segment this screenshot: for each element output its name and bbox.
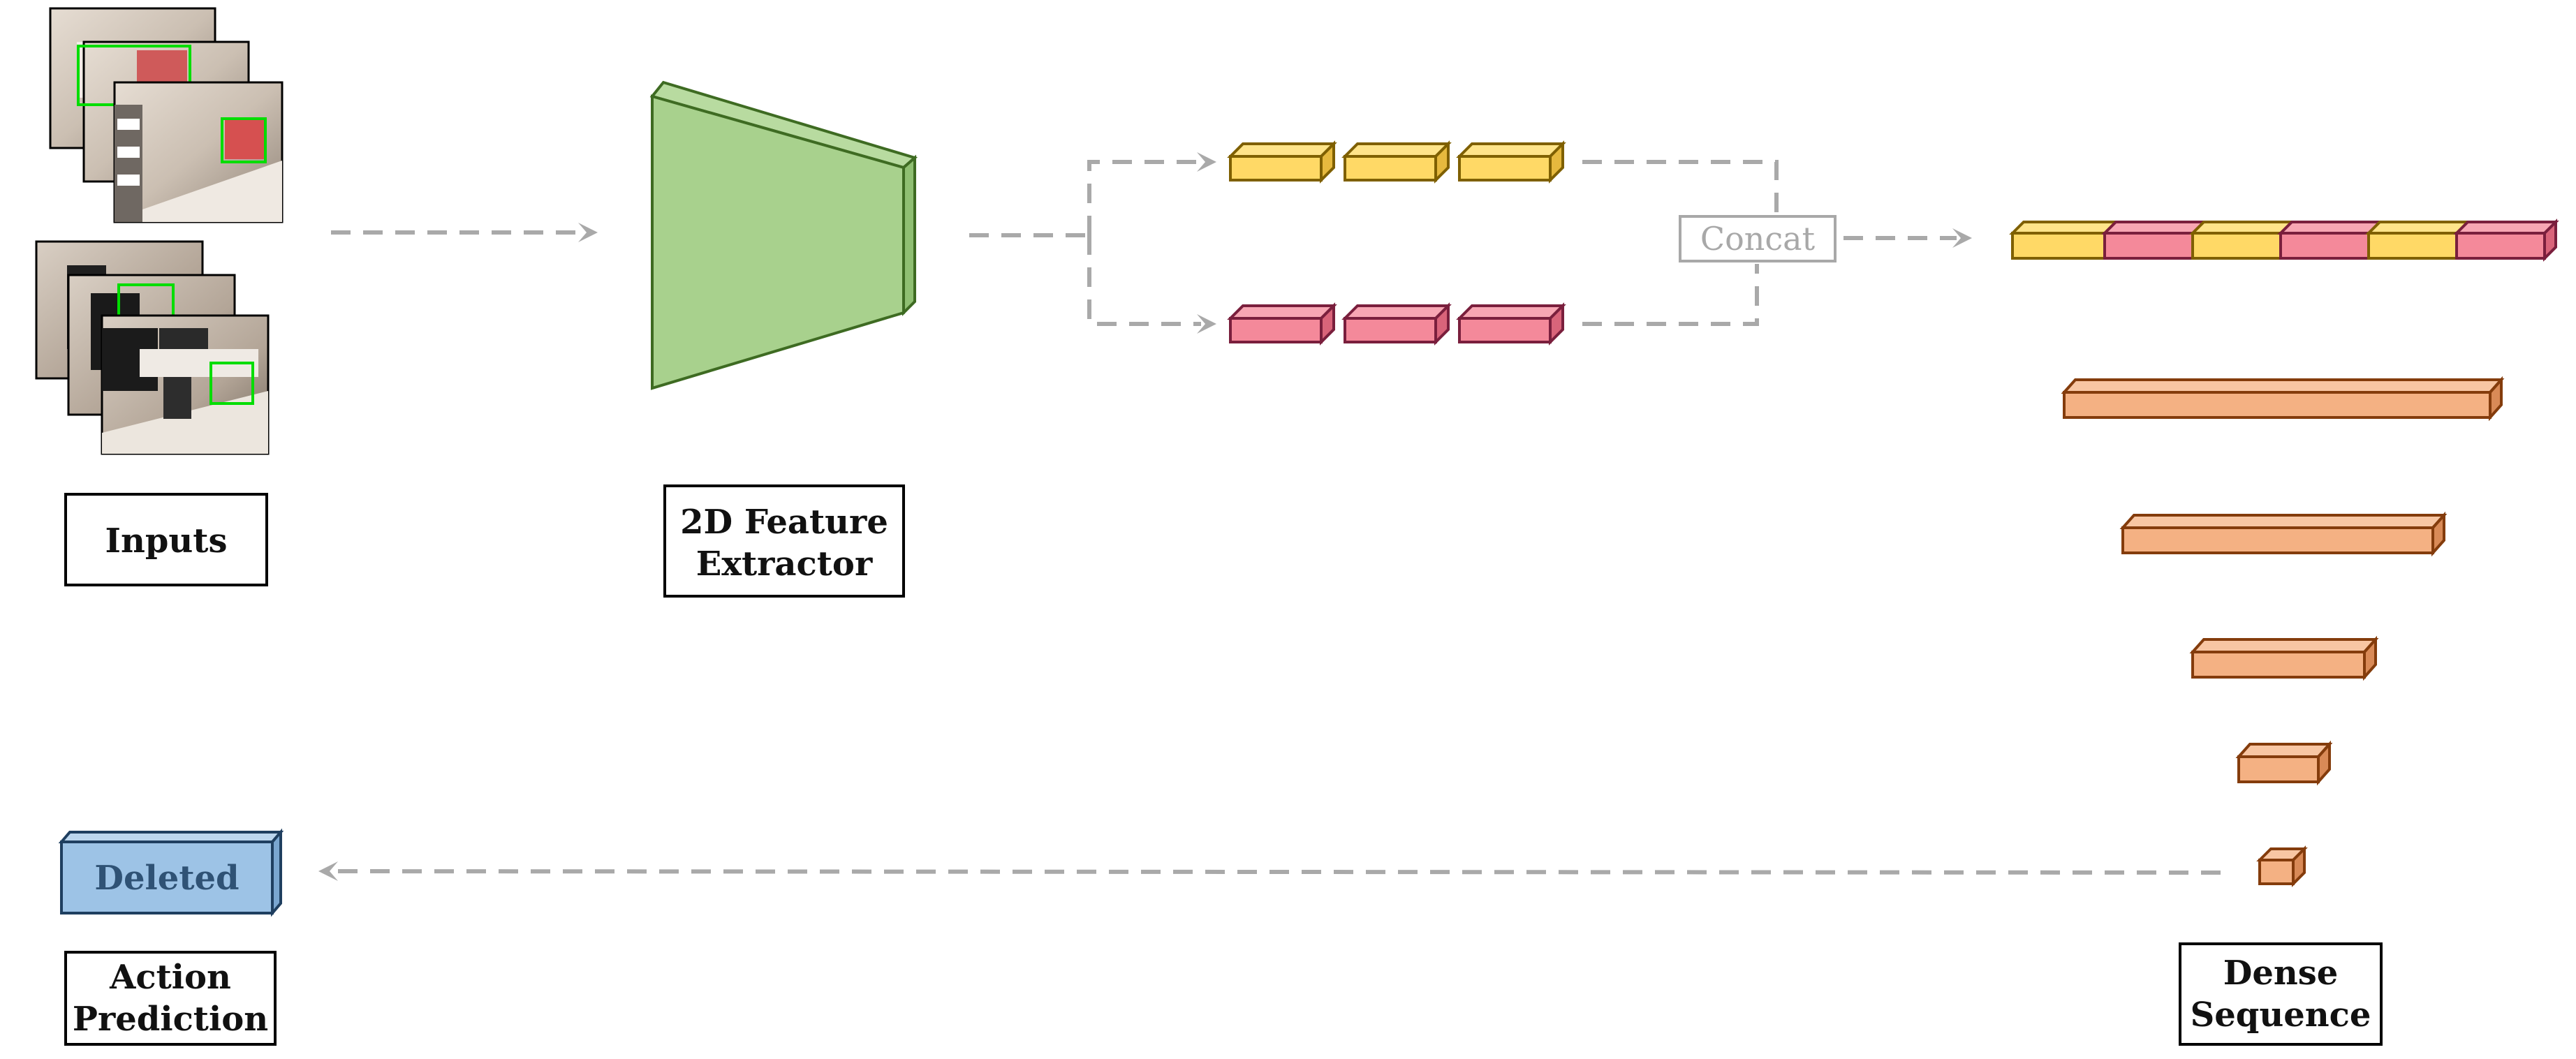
sequence-token-pink: [2101, 221, 2207, 260]
input-frame-3: [113, 81, 284, 223]
extractor-label-line2: Extractor: [696, 545, 873, 584]
sequence-token-yellow: [2365, 221, 2471, 260]
yellow-token-row: [1227, 140, 1566, 184]
action-label-line2: Prediction: [73, 1000, 268, 1039]
arrow-concat-to-sequence: [1843, 228, 1972, 248]
arrow-sequence-to-prediction: [318, 861, 2221, 881]
dense-sequence-pyramid: [2061, 376, 2505, 887]
concat-label: Concat: [1700, 220, 1816, 258]
sequence-token-pink: [2453, 219, 2559, 262]
pink-token: [1456, 302, 1566, 346]
yellow-token: [1227, 140, 1337, 184]
sequence-token-pink: [2277, 221, 2383, 260]
dense-bar-2: [2119, 511, 2448, 557]
arrow-tokens-to-concat: [1582, 160, 1779, 326]
sequence-token-yellow: [2009, 221, 2119, 260]
arrow-inputs-to-extractor: [331, 223, 598, 242]
detection-box: [221, 117, 267, 163]
concatenated-sequence: [2009, 219, 2559, 262]
sequence-token-yellow: [2189, 221, 2295, 260]
extractor-label-box: 2D Feature Extractor: [663, 484, 905, 598]
pink-token: [1341, 302, 1452, 346]
action-label-line1: Action: [109, 958, 231, 997]
detection-box: [209, 362, 254, 405]
dense-bar-4: [2235, 740, 2333, 786]
extractor-label-line1: 2D Feature: [680, 503, 888, 542]
inputs-label-box: Inputs: [64, 493, 268, 586]
action-prediction-label-box: Action Prediction: [64, 951, 277, 1046]
input-images-top-stack: [49, 7, 284, 223]
input-frame-6: [101, 314, 270, 455]
dense-bar-3: [2189, 635, 2379, 681]
arrow-extractor-branch: [969, 152, 1216, 334]
dense-sequence-label-box: Dense Sequence: [2179, 942, 2383, 1046]
pink-token-row: [1227, 302, 1566, 346]
input-images-bottom-stack: [35, 240, 270, 455]
deleted-label: Deleted: [94, 859, 239, 898]
dense-bar-5: [2256, 845, 2308, 887]
dense-label-line2: Sequence: [2191, 995, 2371, 1035]
dense-label-line1: Dense: [2223, 954, 2339, 993]
concat-box: Concat: [1679, 215, 1837, 262]
dense-bar-1: [2061, 376, 2505, 422]
yellow-token: [1456, 140, 1566, 184]
feature-extractor-block: [649, 80, 918, 390]
deleted-prediction-block: Deleted: [58, 828, 284, 917]
yellow-token: [1341, 140, 1452, 184]
inputs-label: Inputs: [105, 521, 227, 561]
pink-token: [1227, 302, 1337, 346]
